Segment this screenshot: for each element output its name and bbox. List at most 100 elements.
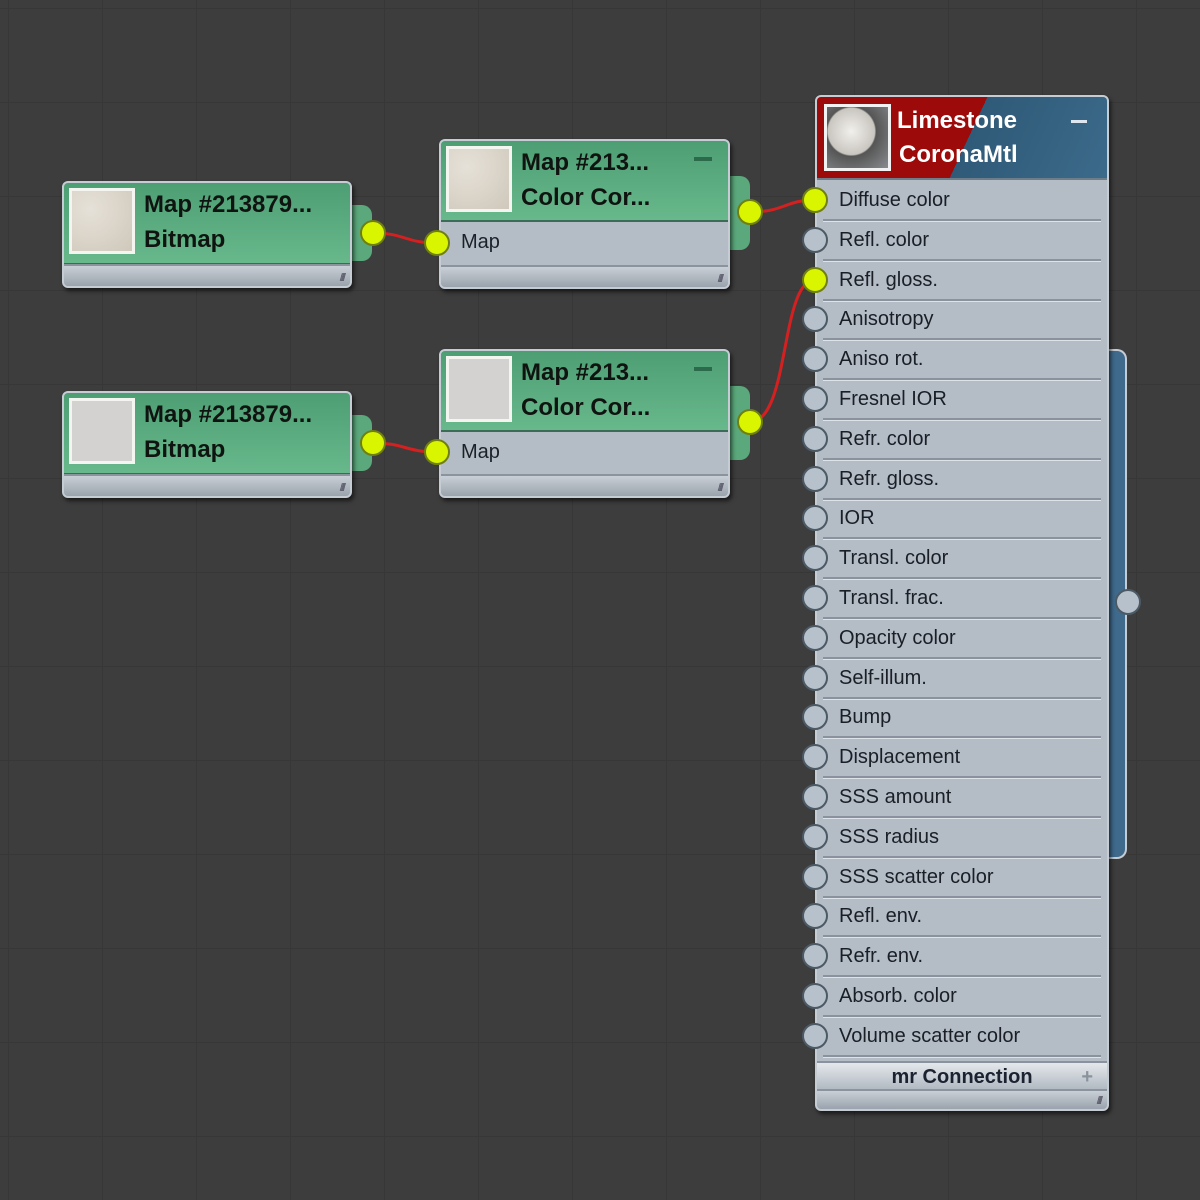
material-slot-row[interactable]: Displacement	[823, 738, 1101, 779]
material-slot-row[interactable]: Transl. color	[823, 539, 1101, 580]
expand-plus-icon[interactable]: +	[1081, 1066, 1093, 1088]
collapse-button[interactable]	[1071, 120, 1087, 123]
slot-input-socket[interactable]	[802, 226, 828, 253]
node-title: Map #213...	[521, 359, 650, 386]
material-slot-row[interactable]: Transl. frac.	[823, 579, 1101, 619]
slot-input-socket[interactable]	[802, 784, 828, 810]
slot-label: Volume scatter color	[839, 1024, 1021, 1047]
slot-input-socket[interactable]	[802, 386, 828, 412]
resize-grip-icon[interactable]: ////	[717, 482, 724, 494]
material-slot-row[interactable]: Aniso rot.	[823, 340, 1101, 381]
material-slot-row[interactable]: IOR	[823, 499, 1101, 540]
material-slot-row[interactable]: Refl. color	[823, 221, 1101, 261]
slot-label: SSS radius	[839, 825, 940, 848]
material-slot-row[interactable]: SSS scatter color	[823, 858, 1101, 898]
node-title: Map #213879...	[144, 401, 313, 428]
node-type: Bitmap	[144, 436, 226, 463]
slot-input-socket[interactable]	[802, 1022, 828, 1049]
slot-label: Refr. env.	[839, 945, 924, 968]
slot-input-socket[interactable]	[802, 505, 828, 532]
material-preview-thumbnail	[824, 104, 891, 171]
material-slot-row[interactable]: Refr. env.	[823, 937, 1101, 978]
collapse-button[interactable]	[694, 367, 712, 371]
material-slot-row[interactable]: Opacity color	[823, 619, 1101, 659]
output-socket[interactable]	[737, 409, 763, 435]
slot-input-socket[interactable]	[802, 266, 828, 293]
input-slot-label: Map	[461, 231, 500, 253]
slot-input-socket[interactable]	[802, 624, 828, 651]
slot-input-socket[interactable]	[802, 664, 828, 691]
resize-grip-icon[interactable]: ////	[1096, 1095, 1103, 1107]
slot-input-socket[interactable]	[802, 943, 828, 970]
map-thumbnail	[446, 356, 512, 422]
slot-label: Fresnel IOR	[839, 388, 947, 410]
slot-label: SSS scatter color	[839, 865, 994, 888]
output-socket[interactable]	[360, 430, 386, 456]
slot-input-socket[interactable]	[802, 465, 828, 492]
node-type: Color Cor...	[521, 184, 651, 211]
resize-grip-icon[interactable]: ////	[339, 272, 346, 284]
slot-label: Refr. gloss.	[839, 467, 940, 490]
resize-grip-icon[interactable]: ////	[717, 273, 724, 285]
rollout-label: mr Connection	[891, 1066, 1033, 1088]
slot-label: Absorb. color	[839, 985, 957, 1007]
input-socket[interactable]	[424, 439, 450, 465]
node-type: Color Cor...	[521, 394, 651, 421]
slot-input-socket[interactable]	[802, 306, 828, 333]
slot-input-socket[interactable]	[802, 346, 828, 373]
node-title: Map #213...	[521, 149, 650, 176]
output-socket[interactable]	[737, 199, 763, 225]
slot-label: Bump	[839, 706, 892, 729]
slot-label: SSS amount	[839, 786, 952, 808]
map-thumbnail	[446, 146, 512, 212]
material-slot-row[interactable]: Anisotropy	[823, 300, 1101, 341]
slot-input-socket[interactable]	[802, 823, 828, 850]
slot-label: Transl. color	[839, 547, 949, 570]
material-slot-row[interactable]: Bump	[823, 698, 1101, 739]
slot-label: IOR	[839, 507, 875, 530]
slot-label: Refr. color	[839, 427, 931, 450]
slot-input-socket[interactable]	[802, 425, 828, 452]
slot-input-socket[interactable]	[802, 744, 828, 771]
slot-label: Opacity color	[839, 626, 956, 649]
color-correction-node-2[interactable]: Map #213... Color Cor... Map ////	[439, 349, 730, 498]
collapse-button[interactable]	[694, 157, 712, 161]
material-slot-row[interactable]: Diffuse color	[823, 181, 1101, 221]
material-slot-row[interactable]: SSS amount	[823, 778, 1101, 818]
slot-label: Aniso rot.	[839, 348, 924, 371]
material-output-socket[interactable]	[1115, 589, 1141, 615]
slot-label: Displacement	[839, 746, 961, 769]
output-socket[interactable]	[360, 220, 386, 246]
slot-input-socket[interactable]	[802, 863, 828, 890]
material-slot-row[interactable]: Refl. gloss.	[823, 261, 1101, 301]
material-slot-row[interactable]: Absorb. color	[823, 977, 1101, 1017]
slot-input-socket[interactable]	[802, 585, 828, 611]
material-slot-row[interactable]: Refl. env.	[823, 897, 1101, 938]
material-slot-row[interactable]: Fresnel IOR	[823, 380, 1101, 420]
material-slot-row[interactable]: Refr. gloss.	[823, 460, 1101, 500]
input-slot-label: Map	[461, 441, 500, 463]
material-slot-row[interactable]: Refr. color	[823, 420, 1101, 460]
resize-grip-icon[interactable]: ////	[339, 482, 346, 494]
bitmap-node-1[interactable]: Map #213879... Bitmap ////	[62, 181, 352, 288]
material-type: CoronaMtl	[899, 141, 1018, 168]
slot-input-socket[interactable]	[802, 704, 828, 731]
bitmap-node-2[interactable]: Map #213879... Bitmap ////	[62, 391, 352, 498]
material-header[interactable]: Limestone CoronaMtl	[817, 97, 1107, 180]
slot-input-socket[interactable]	[802, 545, 828, 572]
slot-input-socket[interactable]	[802, 903, 828, 930]
material-slot-row[interactable]: Volume scatter color	[823, 1017, 1101, 1057]
color-correction-node-1[interactable]: Map #213... Color Cor... Map ////	[439, 139, 730, 289]
slot-input-socket[interactable]	[802, 983, 828, 1009]
slot-label: Refl. color	[839, 228, 930, 251]
material-slot-row[interactable]: Self-illum.	[823, 659, 1101, 699]
slot-label: Refl. gloss.	[839, 268, 938, 291]
input-socket[interactable]	[424, 230, 450, 256]
slot-label: Self-illum.	[839, 666, 927, 689]
map-thumbnail	[69, 188, 135, 254]
mr-connection-rollout[interactable]: mr Connection +	[817, 1061, 1107, 1091]
material-slot-row[interactable]: SSS radius	[823, 818, 1101, 858]
slot-input-socket[interactable]	[802, 187, 828, 213]
